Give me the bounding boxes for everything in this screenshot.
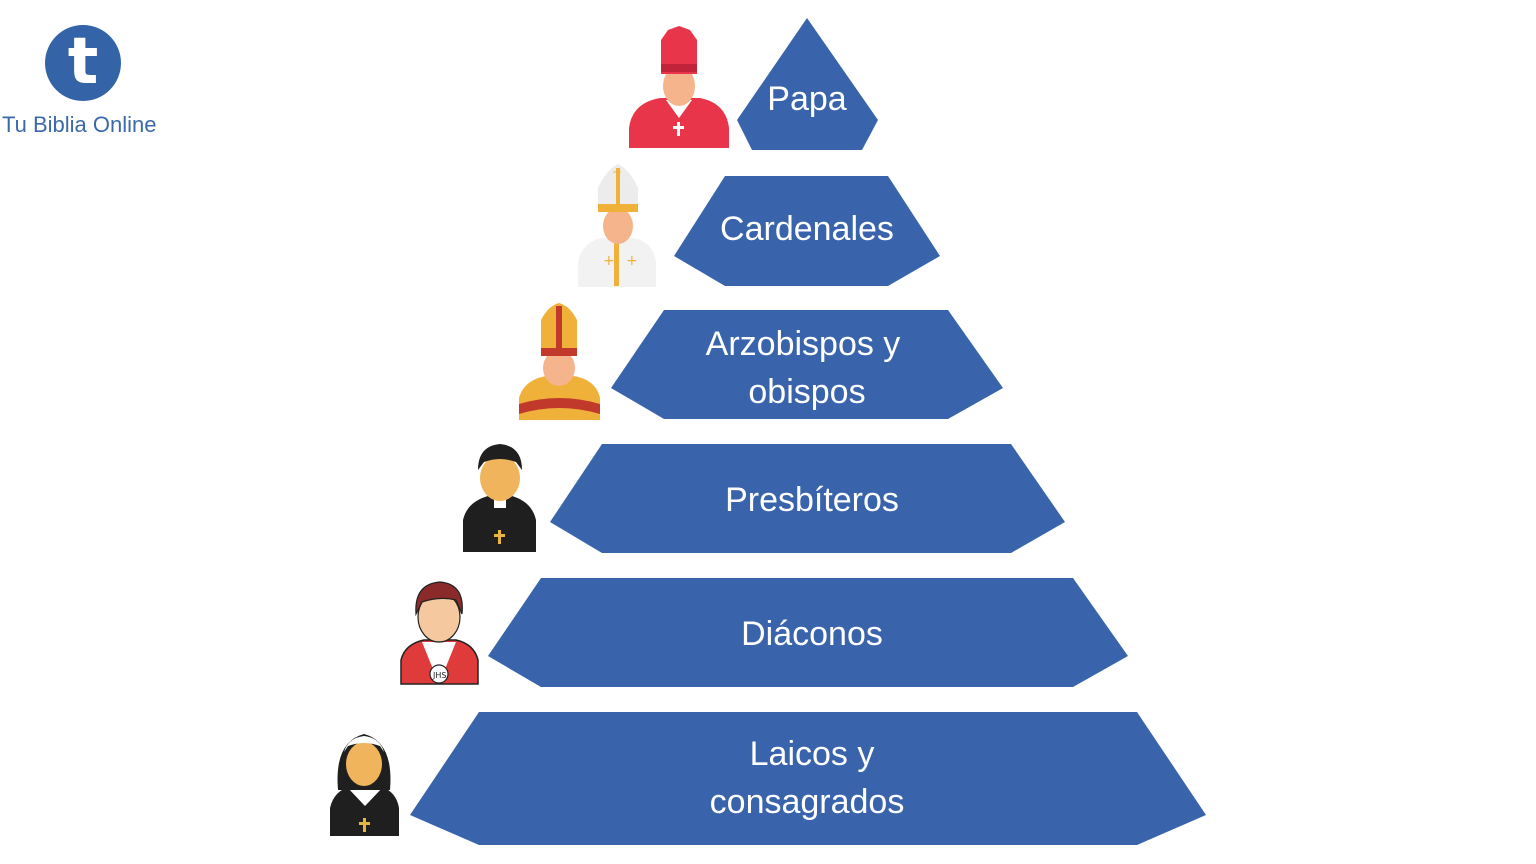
logo-text: Tu Biblia Online	[2, 112, 157, 137]
tier-laicos	[410, 712, 1206, 845]
svg-text:+: +	[603, 253, 615, 269]
tier-label: Cardenales	[720, 210, 894, 248]
svg-text:+: +	[612, 165, 622, 179]
tier-diaconos	[488, 578, 1128, 687]
tier-label: Presbíteros	[725, 481, 899, 519]
pope-icon	[629, 26, 729, 148]
tier-label: Laicos y	[750, 735, 875, 773]
tier-label: consagrados	[710, 783, 905, 821]
nun-icon	[330, 734, 399, 836]
svg-text:JHS: JHS	[432, 671, 446, 680]
tier-presbiteros	[550, 444, 1065, 553]
brand-logo: t Tu Biblia Online	[0, 20, 175, 150]
tier-label: Arzobispos y	[706, 325, 901, 363]
tier-cardenales	[674, 176, 940, 286]
tier-label: obispos	[748, 373, 865, 411]
logo-mark-icon: t	[45, 25, 121, 101]
tier-label: Diáconos	[741, 615, 883, 653]
logo-letter: t	[67, 25, 99, 99]
tier-label: Papa	[767, 80, 846, 118]
svg-text:+: +	[626, 253, 638, 269]
tier-arzobispos	[611, 310, 1003, 419]
deacon-icon: JHS	[400, 581, 479, 685]
archbishop-icon	[519, 303, 600, 420]
cardinal-icon: + + +	[578, 164, 656, 287]
priest-icon	[463, 444, 536, 552]
tier-papa	[737, 18, 878, 150]
